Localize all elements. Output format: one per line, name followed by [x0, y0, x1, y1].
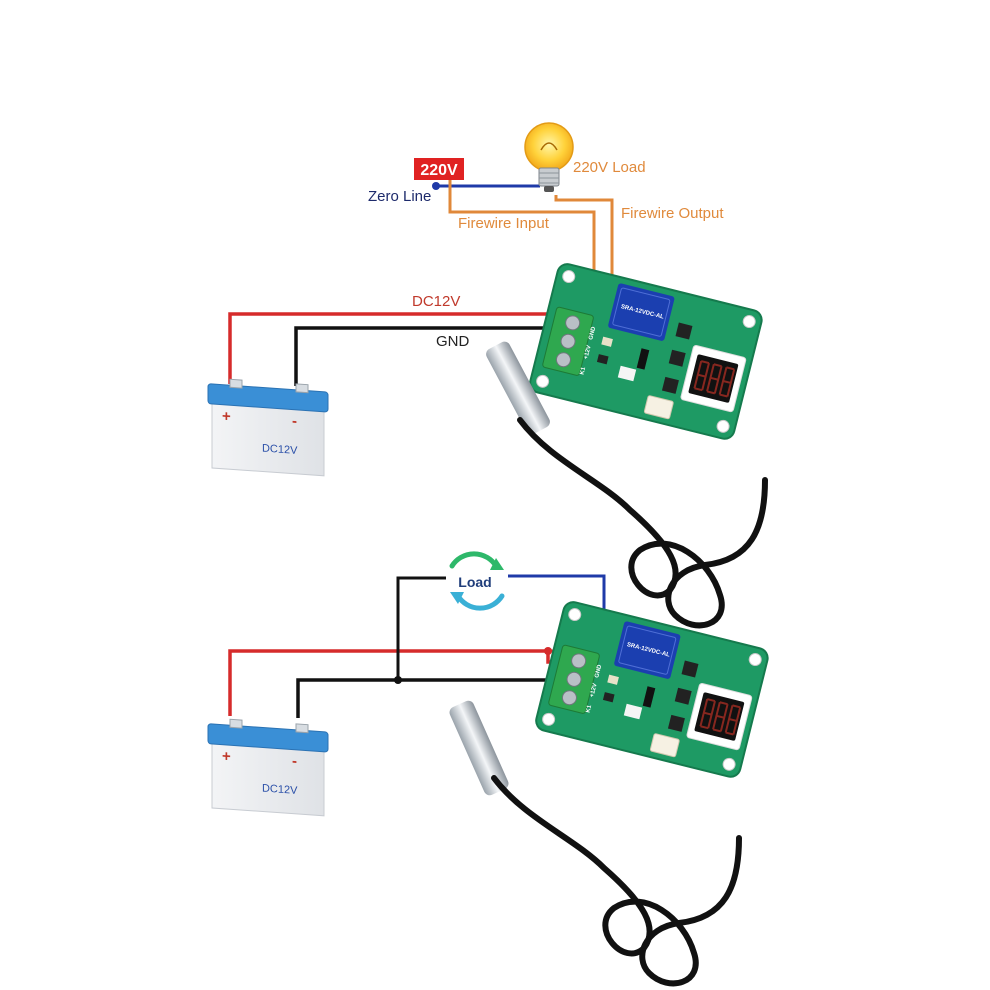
- controller-board-top: K1 +12V GND SRA-12VDC-AL: [527, 261, 765, 442]
- battery-plus: +: [222, 748, 231, 766]
- svg-text:GND: GND: [594, 664, 603, 679]
- zero-line-node: [432, 182, 440, 190]
- svg-text:K1: K1: [579, 366, 587, 376]
- gnd-wire-bottom: [296, 678, 592, 718]
- light-bulb-icon: [524, 122, 574, 192]
- battery-minus: -: [292, 753, 297, 770]
- dc12v-junction: [544, 647, 552, 655]
- gnd-wire-top: [294, 326, 590, 386]
- terminal-pin-labels: K1 +12V GND: [585, 664, 603, 714]
- zero-line-label: Zero Line: [368, 188, 431, 205]
- svg-text:K1: K1: [585, 704, 593, 714]
- terminal-pin-labels: K1 +12V GND: [579, 326, 597, 376]
- firewire-input-label: Firewire Input: [458, 215, 550, 232]
- dc12v-label: DC12V: [412, 293, 460, 310]
- temperature-probe-icon: [486, 341, 765, 626]
- svg-text:+12V: +12V: [583, 345, 592, 360]
- battery-plus: +: [222, 408, 231, 426]
- firewire-output-label: Firewire Output: [621, 205, 724, 222]
- temperature-probe-icon: [449, 700, 739, 984]
- svg-text:GND: GND: [588, 326, 597, 341]
- cycle-arrows-icon: [449, 551, 505, 611]
- battery-icon: + - DC12V: [207, 377, 329, 477]
- battery-icon: + - DC12V: [207, 717, 329, 817]
- gnd-label: GND: [436, 333, 470, 350]
- battery-minus: -: [292, 413, 297, 430]
- top-diagram: 220V Zero Line 220V Load Firewire Input …: [207, 122, 765, 626]
- load-label-bottom: Load: [458, 574, 491, 590]
- bottom-diagram: Load K1 +12V GND SRA-12VDC-AL + - DC12V: [207, 551, 771, 984]
- source-badge: [414, 158, 464, 180]
- firewire-output-wire: [554, 195, 614, 292]
- gnd-junction: [394, 676, 402, 684]
- controller-board-bottom: K1 +12V GND SRA-12VDC-AL: [533, 599, 771, 780]
- battery-label: DC12V: [262, 443, 298, 458]
- load-label-top: 220V Load: [573, 159, 646, 176]
- dc12v-wire-bottom: [228, 649, 590, 716]
- firewire-input-wire: [448, 178, 596, 298]
- load-return-wire: [396, 576, 446, 680]
- source-badge-label: 220V: [420, 162, 458, 179]
- svg-text:+12V: +12V: [589, 683, 598, 698]
- battery-label: DC12V: [262, 783, 298, 798]
